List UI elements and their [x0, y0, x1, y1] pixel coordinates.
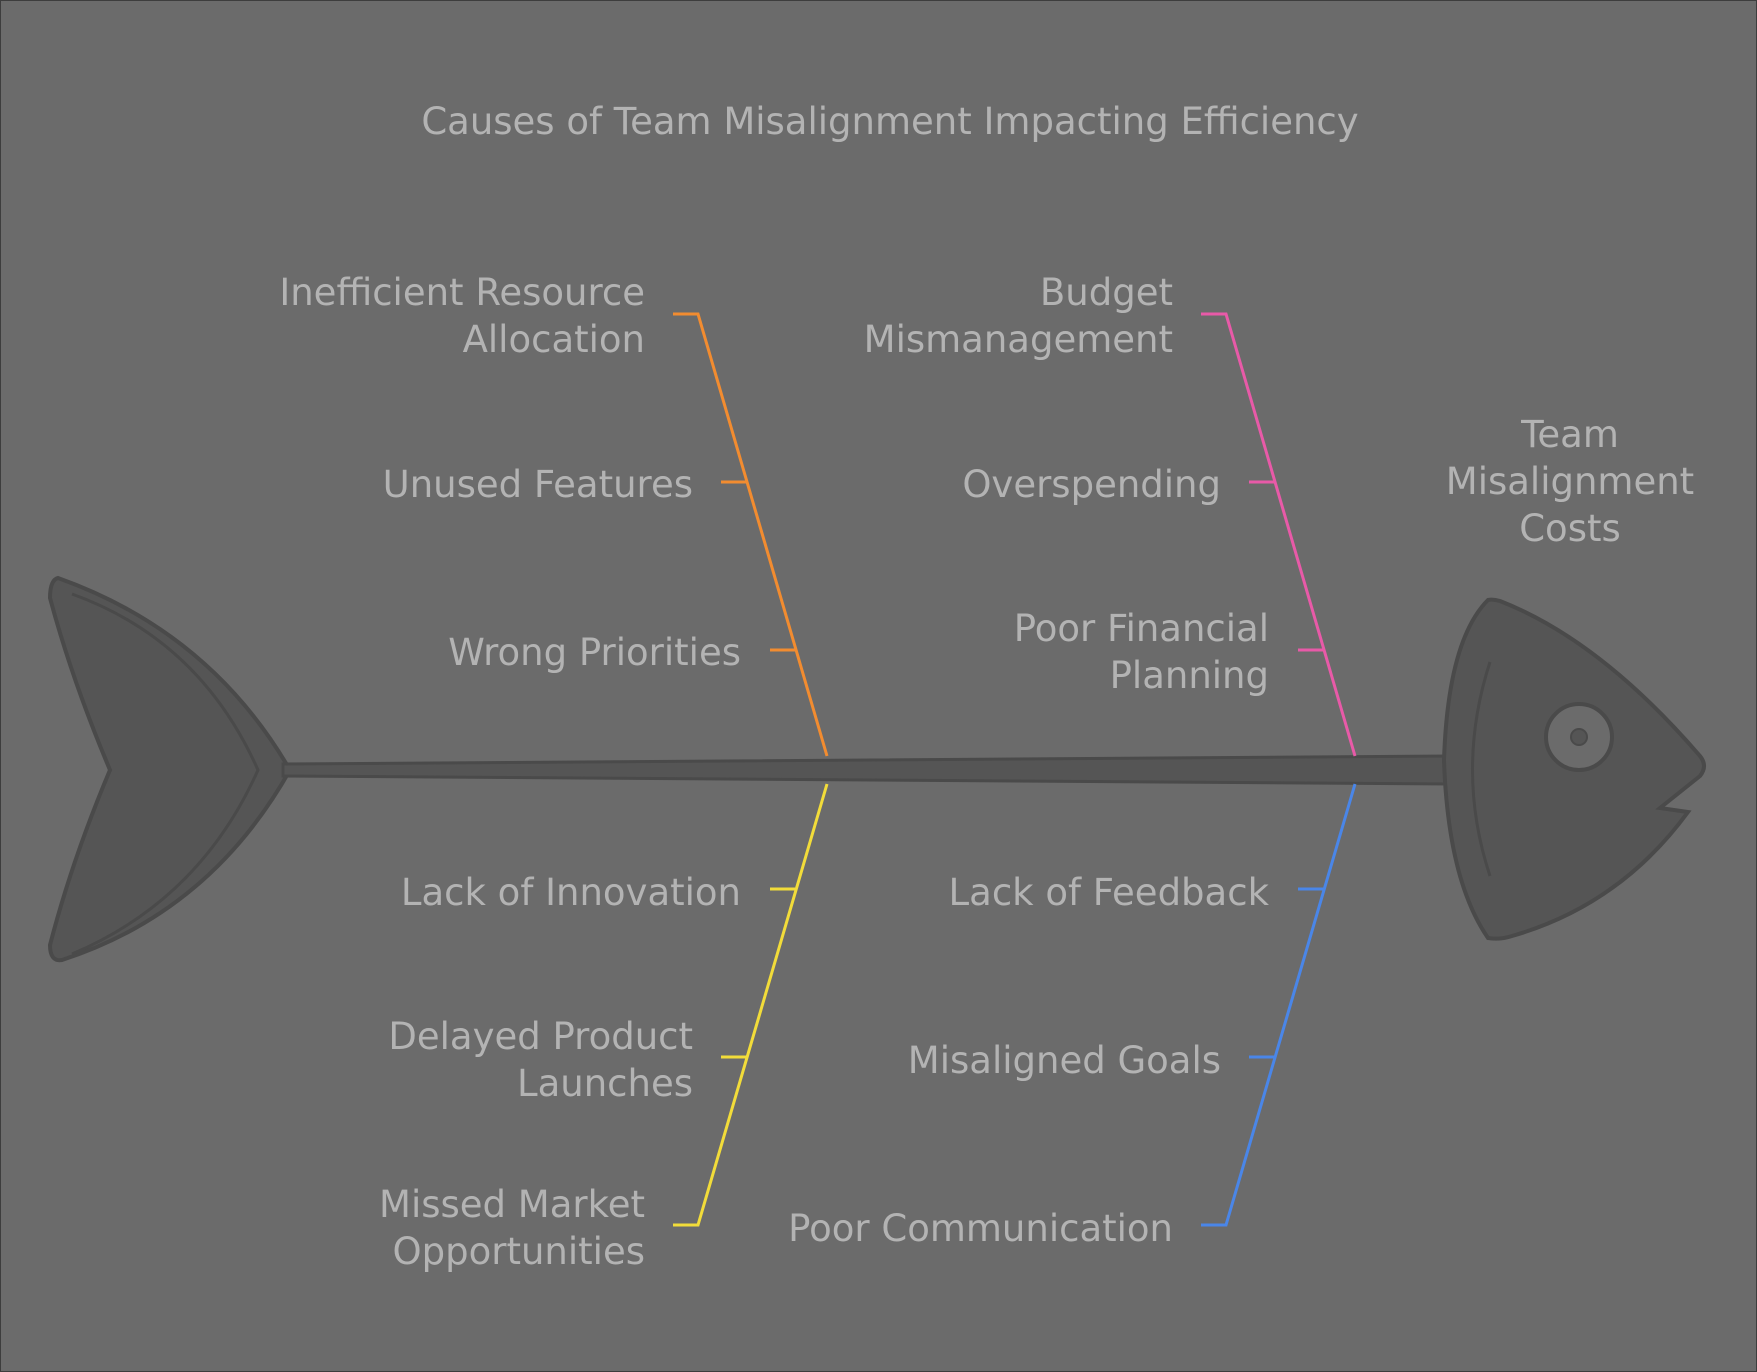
cause-label: Inefficient Resource Allocation	[279, 271, 645, 361]
effect-label: Team Misalignment Costs	[1445, 413, 1695, 550]
fish-eye-pupil	[1570, 728, 1588, 746]
branch-top-right	[1201, 312, 1357, 757]
cause-label: Lack of Innovation	[400, 871, 741, 914]
cause-label: Misaligned Goals	[907, 1039, 1221, 1082]
fish-tail-inner-line	[71, 592, 260, 956]
cause-label: Wrong Priorities	[448, 631, 741, 674]
cause-label: Poor Financial Planning	[1013, 607, 1269, 697]
cause-label: Missed Market Opportunities	[379, 1183, 645, 1273]
fish-gill-line	[1471, 661, 1492, 877]
fish-tail	[47, 575, 293, 963]
fish-spine	[281, 754, 1452, 786]
cause-label: Overspending	[962, 463, 1221, 506]
branch-top-left	[673, 312, 829, 757]
cause-label: Poor Communication	[788, 1207, 1173, 1250]
branch-bottom-right	[1201, 783, 1357, 1227]
cause-label: Budget Mismanagement	[863, 271, 1173, 361]
cause-label: Unused Features	[382, 463, 693, 506]
branch-bottom-left	[673, 783, 829, 1227]
cause-label: Lack of Feedback	[948, 871, 1269, 914]
diagram-title: Causes of Team Misalignment Impacting Ef…	[421, 100, 1359, 143]
cause-label: Delayed Product Launches	[388, 1015, 693, 1105]
